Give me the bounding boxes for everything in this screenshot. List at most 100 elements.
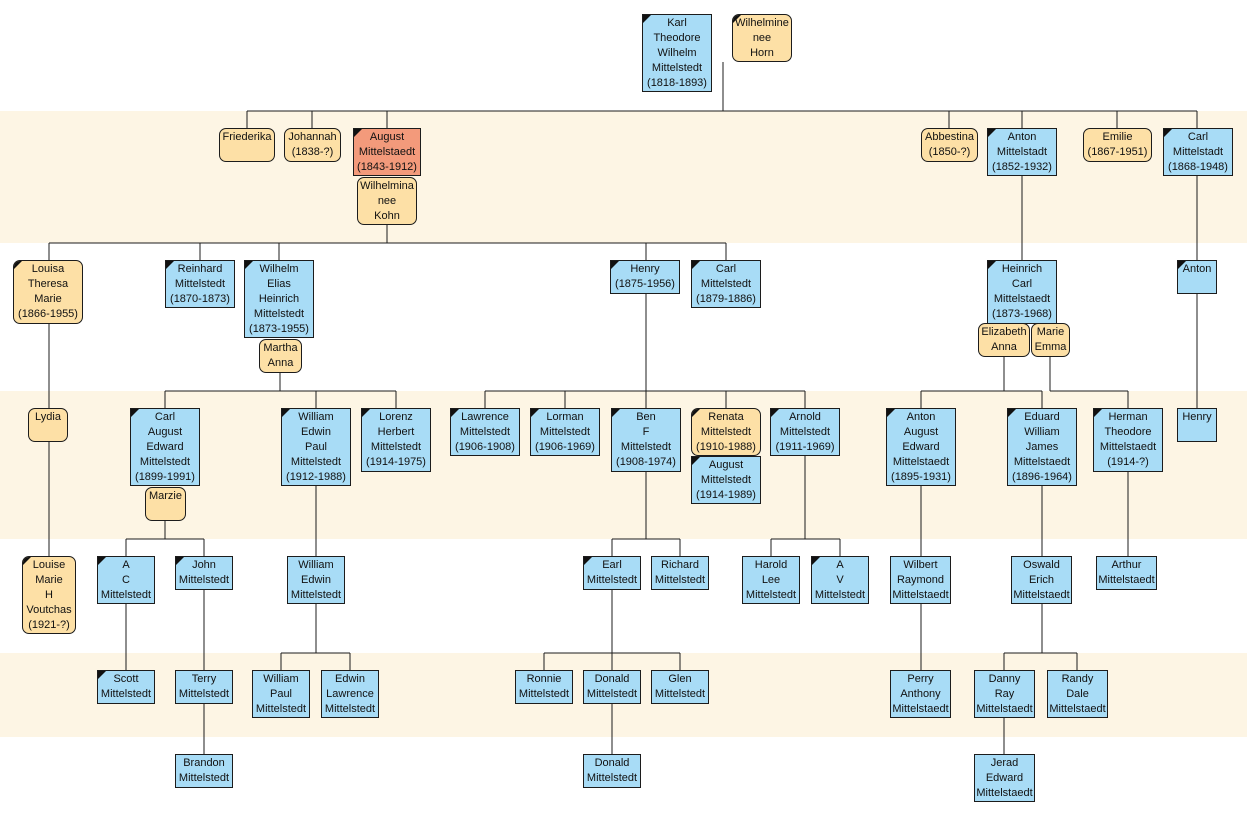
person-label: Richard Mittelstedt bbox=[654, 559, 706, 586]
person-node-lorenz[interactable]: Lorenz Herbert Mittelstedt (1914-1975) bbox=[361, 408, 431, 472]
person-node-renata[interactable]: Renata Mittelstedt (1910-1988) bbox=[691, 408, 761, 456]
person-node-marzie[interactable]: Marzie bbox=[145, 487, 186, 521]
person-node-ac[interactable]: A C Mittelstedt bbox=[97, 556, 155, 604]
expand-marker-icon bbox=[282, 409, 290, 417]
person-node-heinrich[interactable]: Heinrich Carl Mittelstaedt (1873-1968) bbox=[987, 260, 1057, 324]
person-label: Scott Mittelstedt bbox=[100, 673, 152, 700]
expand-marker-icon bbox=[692, 457, 700, 465]
person-node-anton-c[interactable]: Anton bbox=[1177, 260, 1217, 294]
person-label: William Paul Mittelstedt bbox=[255, 673, 307, 715]
person-node-marie-emma[interactable]: Marie Emma bbox=[1031, 323, 1070, 357]
person-node-arthur[interactable]: Arthur Mittelstaedt bbox=[1096, 556, 1157, 590]
person-node-arnold[interactable]: Arnold Mittelstedt (1911-1969) bbox=[770, 408, 840, 456]
expand-marker-icon bbox=[611, 261, 619, 269]
person-label: Louise Marie H Voutchas (1921-?) bbox=[26, 559, 72, 631]
person-node-william-paul[interactable]: William Paul Mittelstedt bbox=[252, 670, 310, 718]
person-node-earl[interactable]: Earl Mittelstedt bbox=[583, 556, 641, 590]
expand-marker-icon bbox=[733, 15, 741, 23]
expand-marker-icon bbox=[1164, 129, 1172, 137]
person-node-wilbert[interactable]: Wilbert Raymond Mittelstaedt bbox=[890, 556, 951, 604]
person-node-henry-d[interactable]: Henry bbox=[1177, 408, 1217, 442]
person-node-reinhard[interactable]: Reinhard Mittelstedt (1870-1873) bbox=[165, 260, 235, 308]
person-node-donald-jr[interactable]: Donald Mittelstedt bbox=[583, 754, 641, 788]
person-label: Anton Mittelstadt (1852-1932) bbox=[992, 131, 1052, 173]
person-label: Lawrence Mittelstedt (1906-1908) bbox=[455, 411, 515, 453]
person-node-eduard[interactable]: Eduard William James Mittelstaedt (1896-… bbox=[1007, 408, 1077, 486]
person-label: Jerad Edward Mittelstaedt bbox=[976, 757, 1033, 799]
person-node-lawrence[interactable]: Lawrence Mittelstedt (1906-1908) bbox=[450, 408, 520, 456]
person-node-elizabeth[interactable]: Elizabeth Anna bbox=[978, 323, 1030, 357]
person-label: Reinhard Mittelstedt (1870-1873) bbox=[170, 263, 230, 305]
person-node-perry[interactable]: Perry Anthony Mittelstaedt bbox=[890, 670, 951, 718]
person-node-friederika[interactable]: Friederika bbox=[219, 128, 275, 162]
person-label: Carl Mittelstadt (1868-1948) bbox=[1168, 131, 1228, 173]
expand-marker-icon bbox=[692, 261, 700, 269]
person-node-richard[interactable]: Richard Mittelstedt bbox=[651, 556, 709, 590]
expand-marker-icon bbox=[988, 129, 996, 137]
person-label: Friederika bbox=[222, 131, 272, 143]
person-label: Anton August Edward Mittelstaedt (1895-1… bbox=[891, 411, 951, 483]
person-node-donald[interactable]: Donald Mittelstedt bbox=[583, 670, 641, 704]
person-node-william-edwin-jr[interactable]: William Edwin Mittelstedt bbox=[287, 556, 345, 604]
person-label: Wilhelmine nee Horn bbox=[735, 17, 789, 59]
expand-marker-icon bbox=[643, 15, 651, 23]
person-node-august[interactable]: August Mittelstaedt (1843-1912) bbox=[353, 128, 421, 176]
person-node-brandon[interactable]: Brandon Mittelstedt bbox=[175, 754, 233, 788]
person-node-johannah[interactable]: Johannah (1838-?) bbox=[284, 128, 341, 162]
person-node-anton-1852[interactable]: Anton Mittelstadt (1852-1932) bbox=[987, 128, 1057, 176]
person-label: Randy Dale Mittelstaedt bbox=[1049, 673, 1106, 715]
person-node-wilhelm-elias[interactable]: Wilhelm Elias Heinrich Mittelstedt (1873… bbox=[244, 260, 314, 338]
person-node-william-edwin[interactable]: William Edwin Paul Mittelstedt (1912-198… bbox=[281, 408, 351, 486]
person-label: Edwin Lawrence Mittelstedt bbox=[324, 673, 376, 715]
person-node-karl-theodore[interactable]: Karl Theodore Wilhelm Mittelstedt (1818-… bbox=[642, 14, 712, 92]
person-label: Lorenz Herbert Mittelstedt (1914-1975) bbox=[366, 411, 426, 468]
person-node-louise[interactable]: Louise Marie H Voutchas (1921-?) bbox=[22, 556, 76, 634]
person-label: William Edwin Paul Mittelstedt (1912-198… bbox=[286, 411, 346, 483]
person-node-glen[interactable]: Glen Mittelstedt bbox=[651, 670, 709, 704]
expand-marker-icon bbox=[245, 261, 253, 269]
person-label: A C Mittelstedt bbox=[100, 559, 152, 601]
person-node-herman[interactable]: Herman Theodore Mittelstaedt (1914-?) bbox=[1093, 408, 1163, 472]
person-node-wilhelmina[interactable]: Wilhelmina nee Kohn bbox=[357, 177, 417, 225]
person-node-august-1914[interactable]: August Mittelstedt (1914-1989) bbox=[691, 456, 761, 504]
person-node-john[interactable]: John Mittelstedt bbox=[175, 556, 233, 590]
person-node-av[interactable]: A V Mittelstedt bbox=[811, 556, 869, 604]
person-label: A V Mittelstedt bbox=[814, 559, 866, 601]
person-node-henry-1875[interactable]: Henry (1875-1956) bbox=[610, 260, 680, 294]
person-node-oswald[interactable]: Oswald Erich Mittelstaedt bbox=[1011, 556, 1072, 604]
person-label: Marie Emma bbox=[1034, 326, 1067, 353]
expand-marker-icon bbox=[612, 409, 620, 417]
person-label: Glen Mittelstedt bbox=[654, 673, 706, 700]
person-node-wilhelmine[interactable]: Wilhelmine nee Horn bbox=[732, 14, 792, 62]
person-label: Louisa Theresa Marie (1866-1955) bbox=[18, 263, 78, 320]
person-label: Brandon Mittelstedt bbox=[178, 757, 230, 784]
person-node-harold[interactable]: Harold Lee Mittelstedt bbox=[742, 556, 800, 604]
expand-marker-icon bbox=[354, 129, 362, 137]
person-node-ronnie[interactable]: Ronnie Mittelstedt bbox=[515, 670, 573, 704]
person-node-louisa[interactable]: Louisa Theresa Marie (1866-1955) bbox=[13, 260, 83, 324]
person-node-emilie[interactable]: Emilie (1867-1951) bbox=[1083, 128, 1152, 162]
person-node-ben[interactable]: Ben F Mittelstedt (1908-1974) bbox=[611, 408, 681, 472]
person-node-edwin-lawrence[interactable]: Edwin Lawrence Mittelstedt bbox=[321, 670, 379, 718]
person-node-randy[interactable]: Randy Dale Mittelstaedt bbox=[1047, 670, 1108, 718]
person-node-carl-1868[interactable]: Carl Mittelstadt (1868-1948) bbox=[1163, 128, 1233, 176]
person-node-anton-august[interactable]: Anton August Edward Mittelstaedt (1895-1… bbox=[886, 408, 956, 486]
expand-marker-icon bbox=[23, 557, 31, 565]
person-node-martha[interactable]: Martha Anna bbox=[259, 339, 302, 373]
person-node-lydia[interactable]: Lydia bbox=[28, 408, 68, 442]
person-label: Henry (1875-1956) bbox=[615, 263, 675, 290]
expand-marker-icon bbox=[131, 409, 139, 417]
person-node-scott[interactable]: Scott Mittelstedt bbox=[97, 670, 155, 704]
person-node-carl-1879[interactable]: Carl Mittelstedt (1879-1886) bbox=[691, 260, 761, 308]
person-node-carl-august[interactable]: Carl August Edward Mittelstedt (1899-199… bbox=[130, 408, 200, 486]
person-node-terry[interactable]: Terry Mittelstedt bbox=[175, 670, 233, 704]
person-label: Karl Theodore Wilhelm Mittelstedt (1818-… bbox=[647, 17, 707, 89]
person-label: Wilhelmina nee Kohn bbox=[360, 180, 414, 222]
person-node-abbestina[interactable]: Abbestina (1850-?) bbox=[921, 128, 978, 162]
person-node-jerad[interactable]: Jerad Edward Mittelstaedt bbox=[974, 754, 1035, 802]
person-node-lorman[interactable]: Lorman Mittelstedt (1906-1969) bbox=[530, 408, 600, 456]
expand-marker-icon bbox=[98, 671, 106, 679]
person-node-danny[interactable]: Danny Ray Mittelstaedt bbox=[974, 670, 1035, 718]
expand-marker-icon bbox=[1008, 409, 1016, 417]
